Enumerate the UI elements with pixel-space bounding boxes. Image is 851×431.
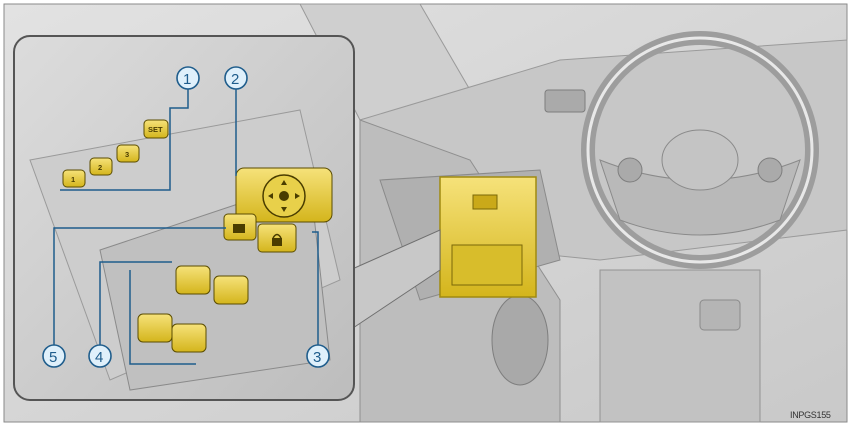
window-switch-front-left[interactable] [175,265,211,295]
figure-code: INPGS155 [790,410,831,420]
memory-button-2-label: 2 [98,163,102,172]
power-window-switches [137,265,249,353]
door-lock-icon [233,224,245,233]
memory-buttons: 1 2 3 SET [62,119,169,188]
leader-lines [53,88,319,365]
callout-1-number: 1 [183,71,191,88]
window-switch-rear-left[interactable] [137,313,173,343]
callout-2: 2 [224,66,248,90]
highlight-switch-block [451,244,523,286]
door-speaker [491,294,549,386]
mirror-control-switch[interactable] [235,167,333,223]
memory-button-1[interactable]: 1 [62,169,86,188]
callout-4-number: 4 [95,349,103,366]
highlight-button [472,194,498,210]
lock-icon [272,238,282,246]
steering-wheel [581,31,819,269]
center-console [599,269,761,423]
door-lock-switch[interactable] [223,213,257,241]
callout-1: 1 [176,66,200,90]
window-switch-rear-right[interactable] [171,323,207,353]
memory-set-button-label: SET [148,125,163,134]
callout-3-number: 3 [313,349,321,366]
callout-4: 4 [88,344,112,368]
callout-5: 5 [42,344,66,368]
air-vent [544,89,586,113]
memory-button-3-label: 3 [125,150,129,159]
mirror-adjust-icon [279,191,289,201]
callout-3: 3 [306,344,330,368]
memory-set-button[interactable]: SET [143,119,169,139]
memory-button-3[interactable]: 3 [116,144,140,163]
callout-2-number: 2 [231,71,239,88]
memory-button-2[interactable]: 2 [89,157,113,176]
memory-button-1-label: 1 [71,175,75,184]
window-switch-front-right[interactable] [213,275,249,305]
pedal [699,299,741,331]
callout-5-number: 5 [49,349,57,366]
window-lock-switch[interactable] [257,223,297,253]
